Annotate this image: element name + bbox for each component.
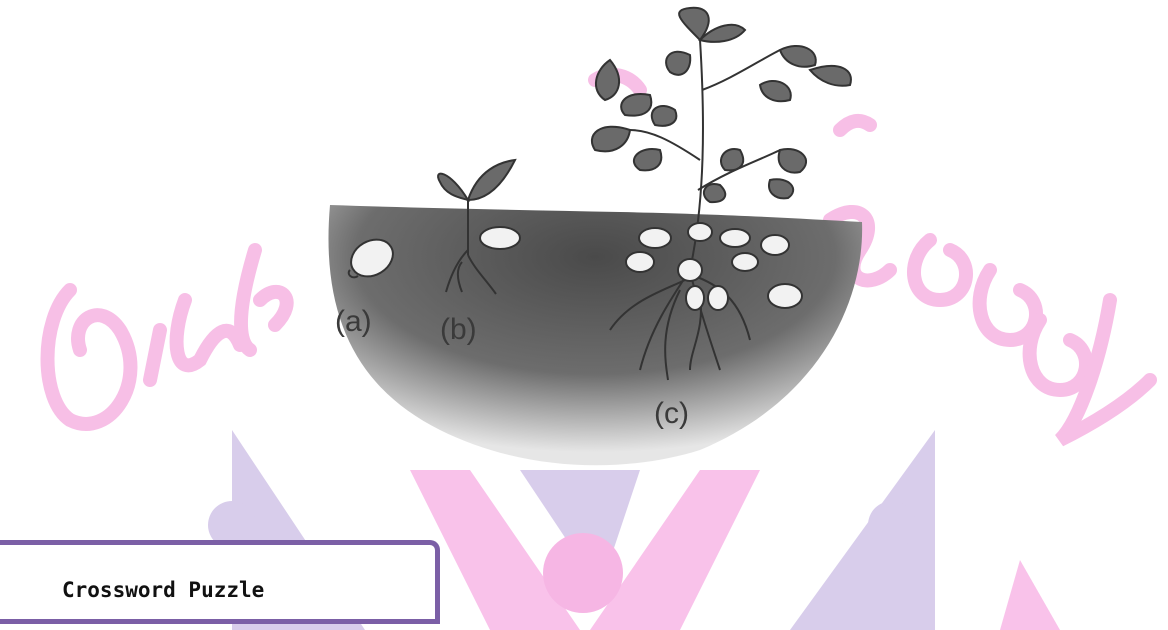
crossword-puzzle-heading-box: Crossword Puzzle bbox=[0, 540, 440, 624]
watermark-right-dot bbox=[868, 501, 916, 549]
label-a: (a) bbox=[335, 305, 372, 339]
label-b: (b) bbox=[440, 313, 477, 347]
plant-growth-illustration bbox=[320, 0, 880, 470]
crossword-puzzle-heading: Crossword Puzzle bbox=[62, 578, 264, 602]
label-c: (c) bbox=[654, 397, 689, 431]
watermark-right-swoosh bbox=[1000, 560, 1060, 630]
watermark-center-dot bbox=[543, 533, 623, 613]
